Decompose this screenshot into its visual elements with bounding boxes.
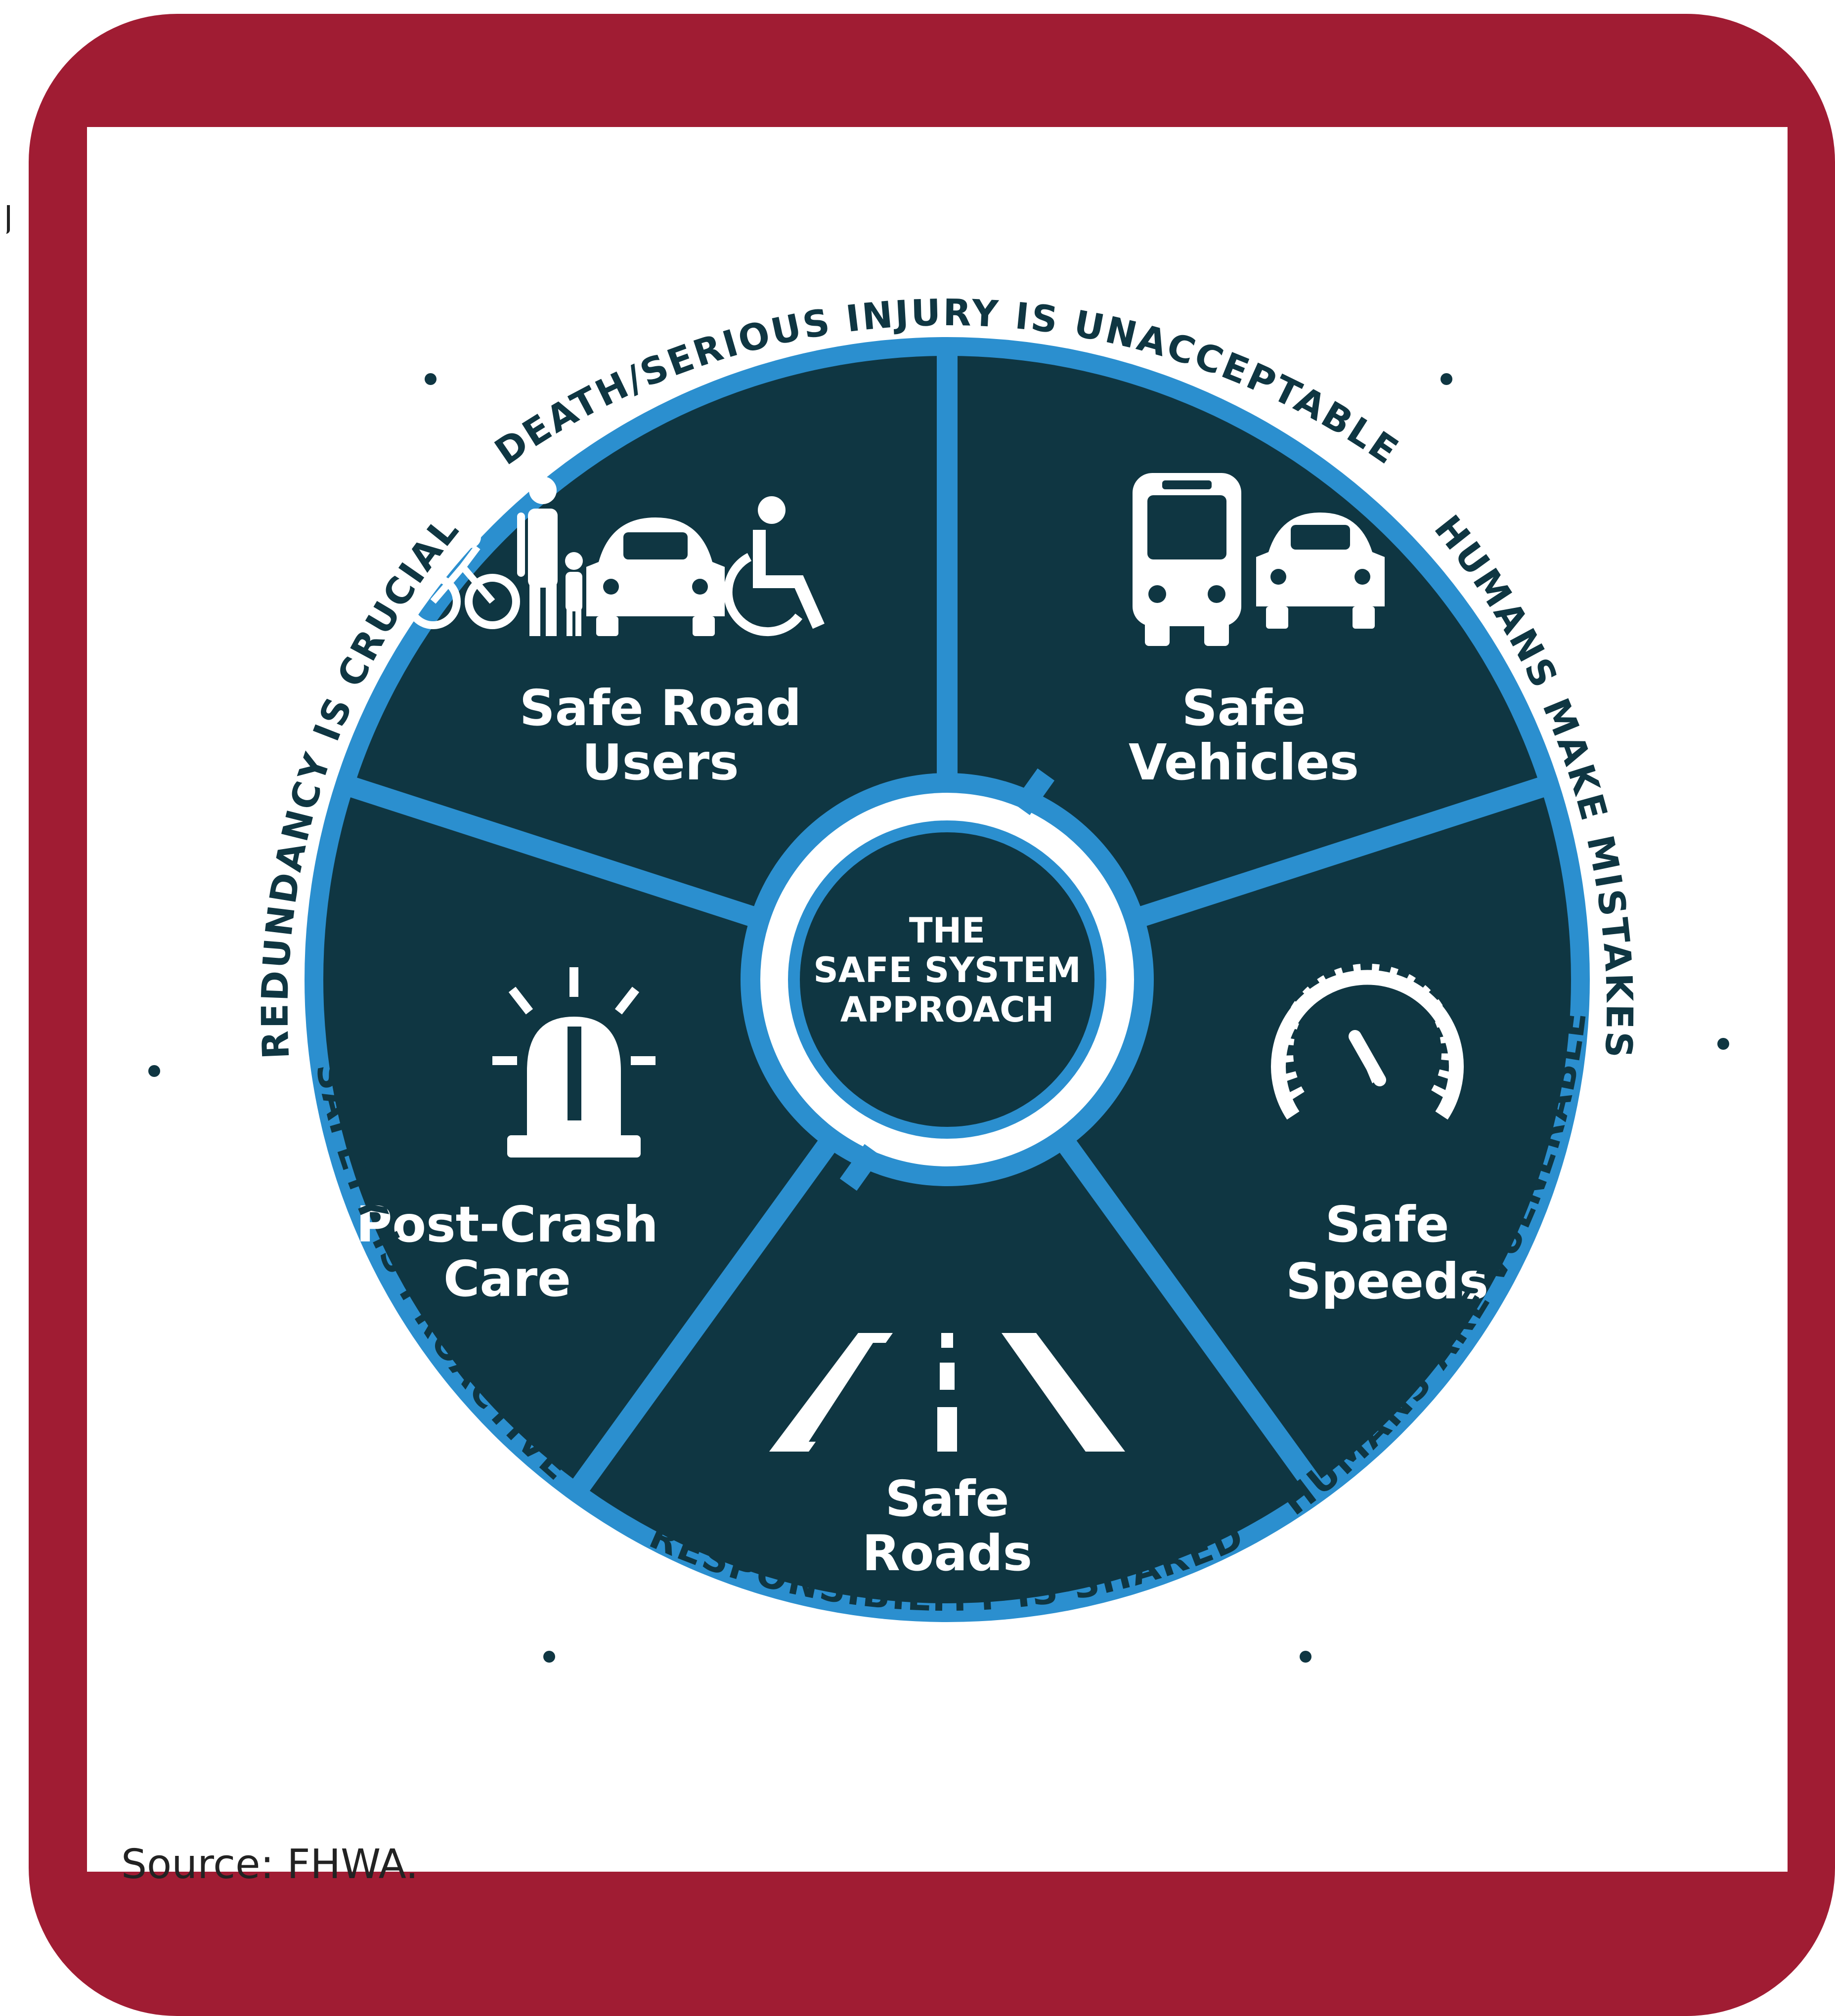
separator-dots (148, 373, 1729, 1663)
center-title-line3: APPROACH (840, 989, 1054, 1030)
hub-gap-top (1012, 768, 1055, 815)
safe-system-wheel: THE SAFE SYSTEM APPROACH Safe Road Users (148, 292, 1729, 1663)
separator-dot (1441, 373, 1452, 385)
hub-center (800, 832, 1094, 1127)
segment-roads-line2: Roads (862, 1524, 1032, 1582)
separator-dot (543, 1651, 555, 1663)
edge-mark (0, 205, 10, 234)
segment-vehicles-line2: Vehicles (1129, 733, 1359, 791)
separator-dot (425, 373, 437, 385)
segment-post-crash-line1: Post-Crash (356, 1196, 658, 1253)
separator-dot (1300, 1651, 1311, 1663)
source-caption: Source: FHWA. (121, 1841, 419, 1888)
segment-roads-line1: Safe (885, 1470, 1009, 1528)
center-title-line1: THE (909, 910, 985, 951)
segment-post-crash-line2: Care (443, 1250, 571, 1308)
center-title-line2: SAFE SYSTEM (813, 950, 1081, 990)
segment-vehicles-line1: Safe (1182, 679, 1306, 737)
hub-gap-bottom (839, 1144, 882, 1191)
emergency-light-icon (492, 967, 655, 1158)
segment-speeds-line2: Speeds (1286, 1252, 1488, 1310)
road-icon (769, 1333, 1125, 1452)
separator-dot (148, 1065, 160, 1077)
speedometer-icon (1271, 963, 1464, 1120)
segment-road-users-line2: Users (582, 733, 739, 791)
segment-speeds-line1: Safe (1325, 1196, 1449, 1253)
bus-car-icon (1133, 473, 1385, 646)
separator-dot (1717, 1038, 1729, 1050)
road-users-icon (405, 476, 825, 637)
segment-road-users-line1: Safe Road (520, 679, 801, 737)
